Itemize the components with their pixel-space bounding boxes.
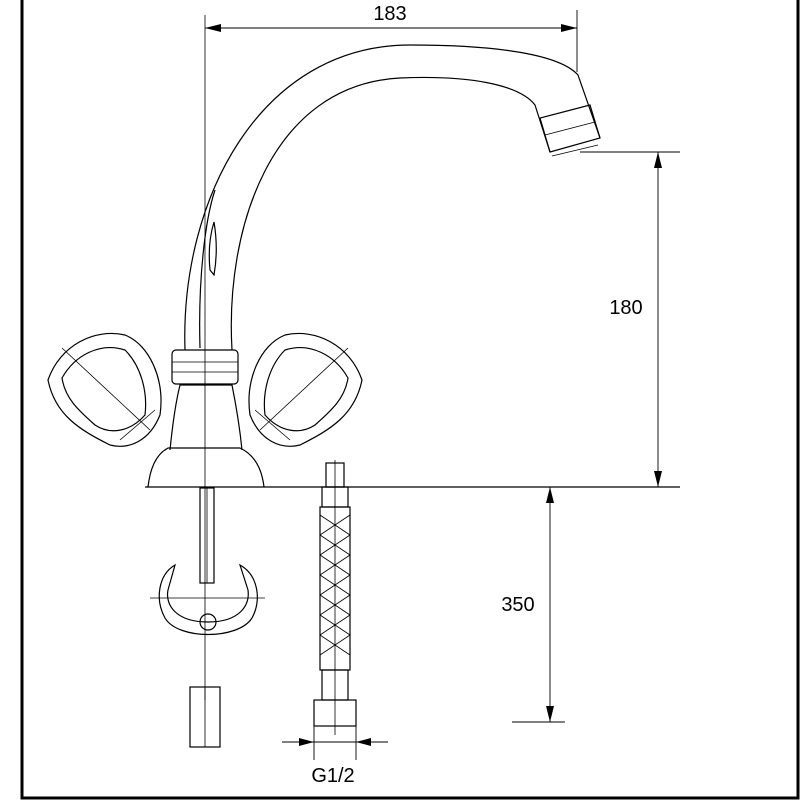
drawing-frame [20,0,800,800]
dimension-label-180: 180 [609,297,642,319]
dimension-hose-length [512,487,565,723]
dimension-spout-height [580,151,680,487]
left-handle [47,332,162,447]
dimension-thread-size [282,726,388,760]
flexible-hose [313,460,357,735]
right-handle [248,332,363,447]
mounting-bracket [150,563,265,635]
spout [184,44,601,351]
dimension-label-350: 350 [501,594,534,616]
dimension-label-thread: G1/2 [311,765,354,787]
faucet-body [147,349,265,488]
dimension-spout-reach [205,10,578,72]
mounting-stud [199,487,215,584]
fixing-nut [189,686,221,748]
dimension-label-183: 183 [373,3,406,25]
